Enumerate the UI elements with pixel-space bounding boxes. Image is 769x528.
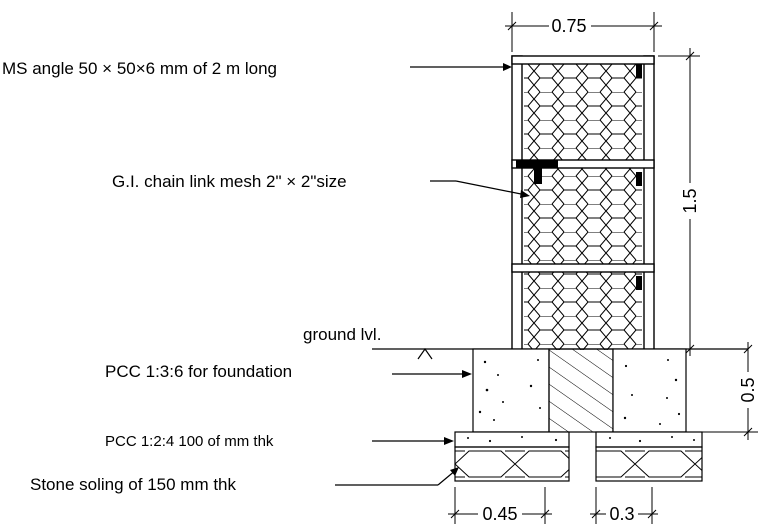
pcc-block-right — [612, 348, 687, 433]
lower-rail — [511, 263, 655, 273]
clamp — [534, 168, 542, 184]
dim-footing-width: 0.45 — [482, 504, 517, 524]
label-stone-soling: Stone soling of 150 mm thk — [30, 475, 237, 494]
leaders — [335, 63, 530, 486]
pcc-base-right — [595, 431, 703, 448]
label-pcc-foundation: PCC 1:3:6 for foundation — [105, 362, 292, 381]
dim-top-width: 0.75 — [551, 16, 586, 36]
mesh-area-lower — [522, 272, 644, 350]
stone-soling-left — [454, 446, 570, 482]
clamp — [636, 172, 642, 186]
label-pcc-base: PCC 1:2:4 100 of mm thk — [105, 433, 274, 450]
mesh-area-upper — [522, 64, 644, 162]
stone-soling-right — [595, 446, 703, 482]
dim-height: 1.5 — [680, 188, 700, 213]
label-ms-angle: MS angle 50 × 50×6 mm of 2 m long — [2, 59, 277, 78]
dim-foundation-depth: 0.5 — [738, 377, 758, 402]
pcc-base-left — [454, 431, 570, 448]
clamp — [636, 64, 642, 78]
label-ground-level: ground lvl. — [303, 325, 381, 344]
dim-gap-width: 0.3 — [609, 504, 634, 524]
foundation — [412, 348, 748, 482]
dimension-lines — [448, 12, 758, 524]
mesh-area-middle — [522, 168, 644, 266]
label-chain-link: G.I. chain link mesh 2" × 2"size — [112, 172, 347, 191]
clamp — [516, 160, 558, 168]
middle-rail — [511, 159, 655, 169]
clamp — [636, 276, 642, 290]
ground-level-marker — [372, 347, 433, 360]
concrete-speckles — [467, 359, 695, 443]
top-rail — [511, 55, 655, 65]
hatched-core — [548, 348, 614, 433]
